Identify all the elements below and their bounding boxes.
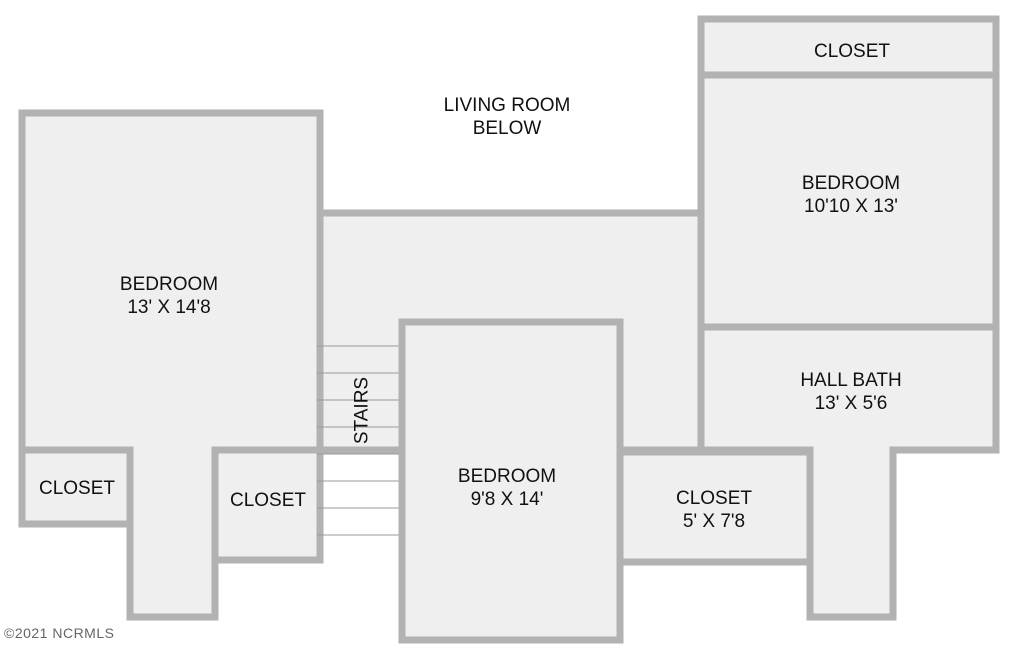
bedroom-center-label: BEDROOM bbox=[458, 466, 556, 487]
bedroom-center-size: 9'8 X 14' bbox=[471, 489, 544, 510]
bedroom-left-label: BEDROOM bbox=[120, 274, 218, 295]
closet-top-right-label: CLOSET bbox=[814, 41, 890, 62]
bedroom-right-room bbox=[697, 71, 1000, 331]
hall-bath-label: HALL BATH bbox=[800, 370, 901, 391]
copyright-watermark: ©2021 NCRMLS bbox=[4, 625, 115, 641]
bedroom-right-label: BEDROOM bbox=[802, 173, 900, 194]
stairs-label: STAIRS bbox=[352, 377, 373, 444]
closet-left-label: CLOSET bbox=[230, 490, 306, 511]
closet-center-right-room bbox=[616, 448, 814, 566]
closet-center-right-label: CLOSET bbox=[676, 488, 752, 509]
closet-left-room bbox=[211, 446, 324, 564]
bedroom-center-room bbox=[398, 318, 624, 644]
closet-far-left-label: CLOSET bbox=[39, 478, 115, 499]
closet-far-left-room bbox=[18, 446, 134, 528]
bedroom-right-size: 10'10 X 13' bbox=[804, 196, 898, 217]
living-room-below-label: BELOW bbox=[473, 118, 542, 139]
hall-bath-size: 13' X 5'6 bbox=[815, 393, 888, 414]
stairs bbox=[317, 345, 402, 536]
closet-center-right-size: 5' X 7'8 bbox=[683, 511, 745, 532]
closet-top-right-room bbox=[697, 15, 1000, 79]
living-room-label: LIVING ROOM bbox=[444, 95, 571, 116]
bedroom-left-size: 13' X 14'8 bbox=[127, 297, 210, 318]
hall-bath-room bbox=[697, 323, 1000, 621]
